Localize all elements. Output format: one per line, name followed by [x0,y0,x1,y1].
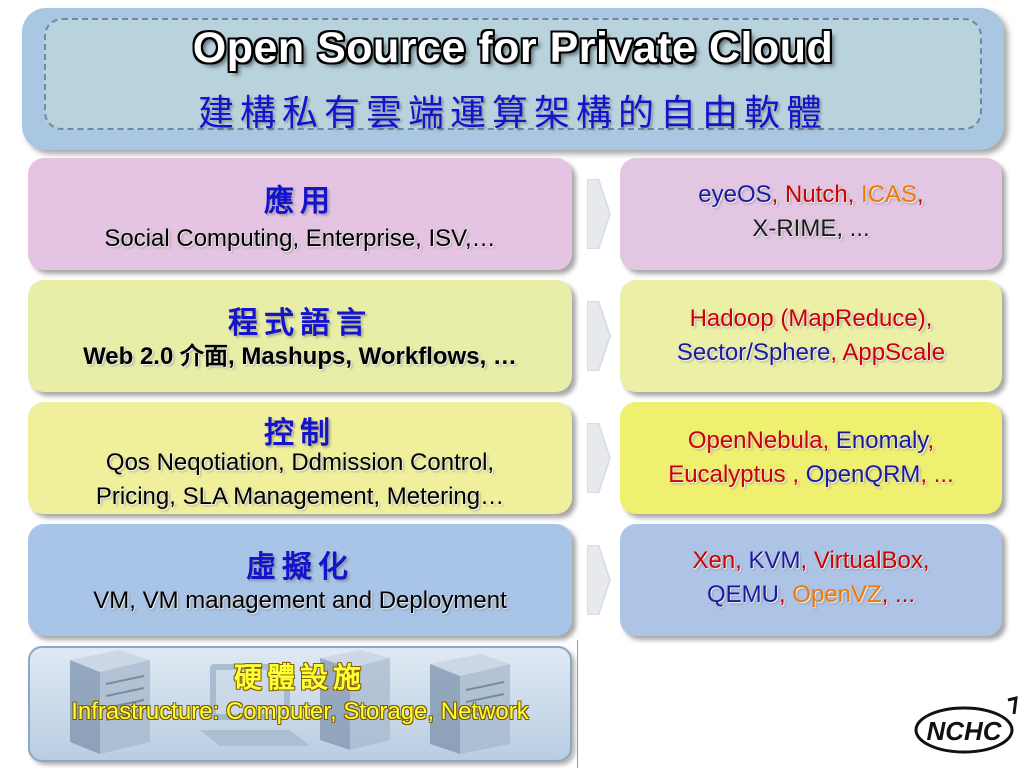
project-icas: ICAS [861,181,918,208]
project-virtualbox: VirtualBox [813,547,923,574]
title-chinese: 建構私有雲端運算架構的自由軟體 [197,93,828,134]
arrow-right-icon [585,421,614,495]
arrow-right-icon [585,299,614,373]
separator: , [922,547,930,574]
separator: , [778,581,793,608]
layer-control-desc-2: Pricing, SLA Management, Metering… [95,483,505,510]
project-appscale: AppScale [842,339,946,366]
layer-control-desc-1: Qos Neqotiation, Ddmission Control, [105,449,495,476]
project-x-rime: X-RIME [752,215,837,242]
projects-line: Eucalyptus , OpenQRM, ... [620,458,1002,492]
nchc-logo-text: NCHC [926,716,1002,746]
layer-virtualization-desc: VM, VM management and Deployment [93,587,507,614]
projects-line: Sector/Sphere, AppScale [620,336,1002,370]
projects-line: X-RIME, ... [620,212,1002,246]
title-english: Open Source for Private Cloud [192,24,834,72]
projects-line: eyeOS, Nutch, ICAS, [620,178,1002,212]
project-qemu: QEMU [706,581,779,608]
separator: , [735,547,749,574]
layer-virtualization-projects-box [620,524,1002,636]
projects-line: Hadoop (MapReduce), [620,302,1002,336]
separator: , ... [881,581,916,608]
layer-programming-title: 程式語言 [228,306,372,341]
separator: , [785,461,806,488]
layer-control-projects-box [620,402,1002,514]
title-dashed-frame [44,18,982,130]
projects-line: OpenNebula, Enomaly, [620,424,1002,458]
layer-programming-desc: Web 2.0 介面, Mashups, Workflows, … [83,343,517,370]
projects-line: QEMU, OpenVZ, ... [620,578,1002,612]
layer-application-title: 應用 [264,184,336,219]
arrow-right-icon [585,177,614,251]
separator: , [800,547,814,574]
project-xen: Xen [692,547,736,574]
layer-control-projects: OpenNebula, Enomaly, Eucalyptus , OpenQR… [620,424,1002,492]
layer-application-projects: eyeOS, Nutch, ICAS, X-RIME, ... [620,178,1002,246]
layer-control-box [28,402,572,514]
layer-hardware-desc: Infrastructure: Computer, Storage, Netwo… [71,698,529,725]
separator: , [917,181,924,208]
separator: , [847,181,862,208]
layer-control-title: 控制 [264,416,336,451]
projects-line: Xen, KVM, VirtualBox, [620,544,1002,578]
project-enomaly: Enomaly [835,427,928,454]
nchc-logo: NCHC [914,696,1018,754]
layer-application-box [28,158,572,270]
layer-hardware-title: 硬體設施 [233,661,366,694]
separator: , [771,181,785,208]
separator: , ... [836,215,870,242]
project-sector-sphere: Sector/Sphere [676,339,831,366]
project-hadoop: Hadoop (MapReduce) [689,305,926,332]
project-openvz: OpenVZ [792,581,882,608]
layer-application-desc: Social Computing, Enterprise, ISV,… [104,225,496,252]
layer-programming-projects-box [620,280,1002,392]
separator: , [822,427,836,454]
project-eucalyptus: Eucalyptus [668,461,786,488]
project-kvm: KVM [748,547,801,574]
project-eyeos: eyeOS [698,181,772,208]
layer-virtualization-title: 虛擬化 [246,550,354,585]
layer-programming-box [28,280,572,392]
arrow-right-icon [585,543,614,617]
layer-programming-projects: Hadoop (MapReduce), Sector/Sphere, AppSc… [620,302,1002,370]
separator: , ... [920,461,954,488]
layer-virtualization-projects: Xen, KVM, VirtualBox, QEMU, OpenVZ, ... [620,544,1002,612]
separator: , [830,339,843,366]
server-rack-icon [70,650,510,754]
divider-line [577,640,578,768]
project-opennebula: OpenNebula [687,427,823,454]
layer-virtualization-box [28,524,572,636]
separator: , [925,305,933,332]
layer-application-projects-box [620,158,1002,270]
project-openqrm: OpenQRM [805,461,921,488]
separator: , [927,427,935,454]
project-nutch: Nutch [784,181,848,208]
